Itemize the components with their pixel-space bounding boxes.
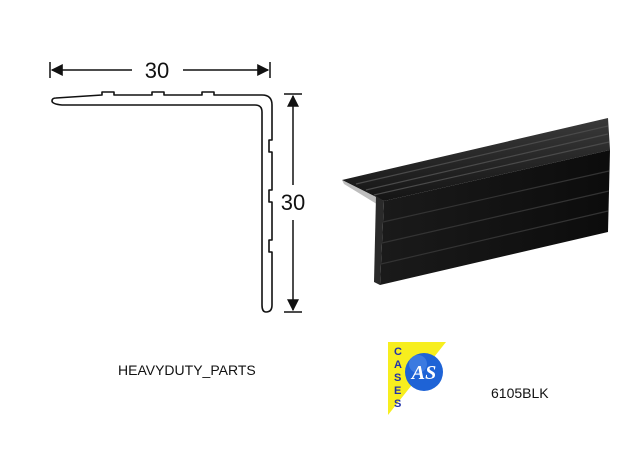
cases-as-logo: C A S E S AS xyxy=(388,342,446,415)
logo-letter-c: C xyxy=(394,346,402,358)
height-dimension-label: 30 xyxy=(281,190,305,215)
profile-front-grooves xyxy=(380,170,610,265)
brand-caption: HEAVYDUTY_PARTS xyxy=(118,362,256,378)
profile-end-thickness xyxy=(374,196,384,285)
profile-top-grooves xyxy=(355,125,610,196)
logo-letter-a: A xyxy=(394,359,402,371)
product-code: 6105BLK xyxy=(491,385,549,401)
profile-edge-highlight xyxy=(342,180,384,206)
angle-profile-outline xyxy=(51,91,273,313)
logo-blue-circle xyxy=(405,353,443,391)
logo-as-mark: AS xyxy=(410,362,436,384)
width-dimension: 30 xyxy=(49,58,271,83)
height-dimension: 30 xyxy=(281,93,305,313)
logo-letter-s2: S xyxy=(394,398,401,410)
product-render xyxy=(342,118,610,285)
logo-letter-s: S xyxy=(394,372,401,384)
logo-letter-e: E xyxy=(394,385,401,397)
cross-section-drawing: 30 30 xyxy=(49,58,305,313)
width-dimension-label: 30 xyxy=(145,58,169,83)
